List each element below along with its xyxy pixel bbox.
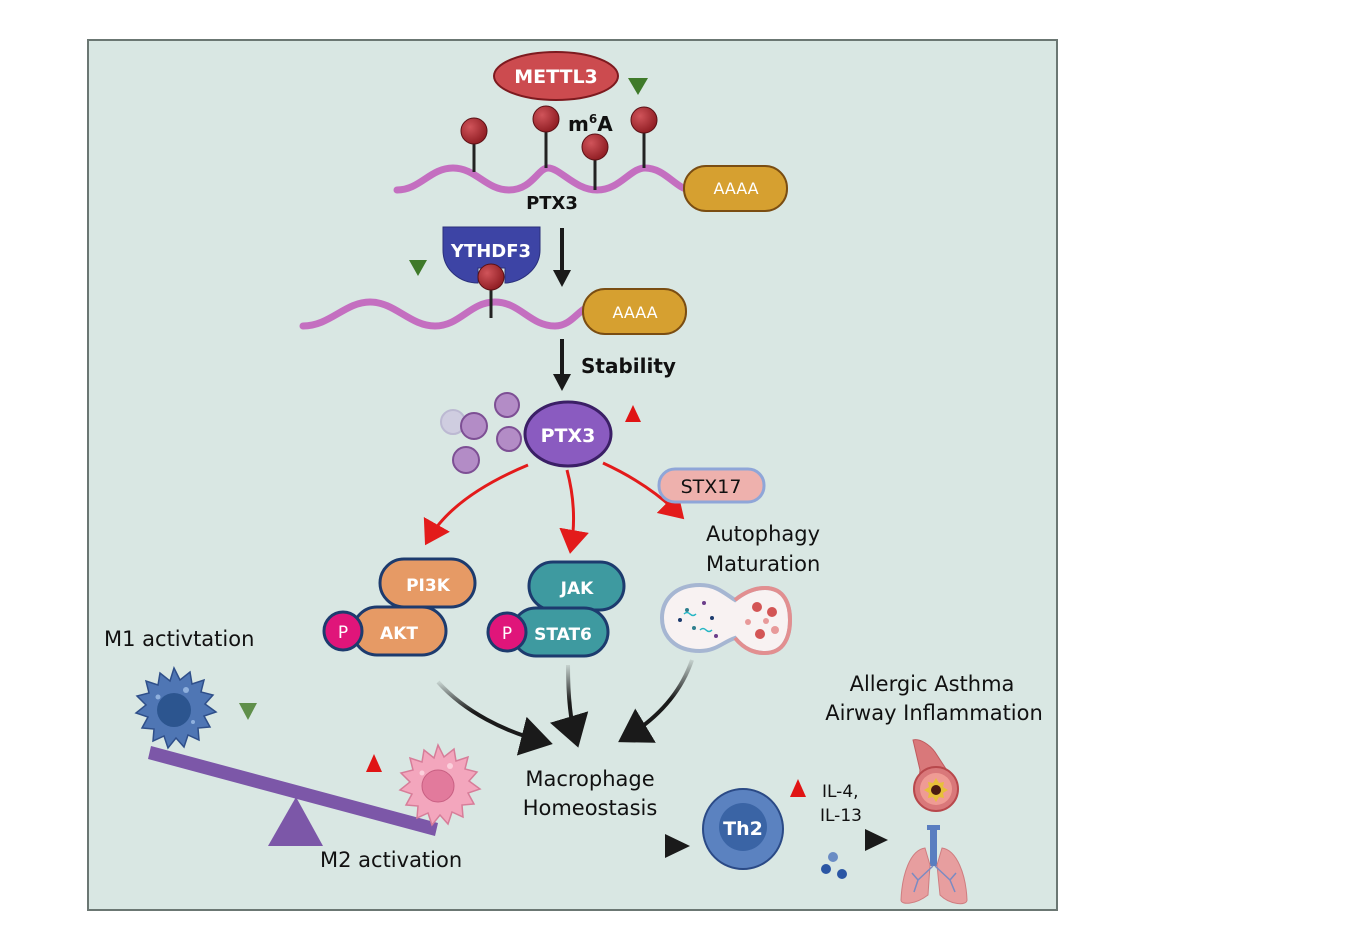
- arrow-ptx3-to-jak: [559, 469, 589, 554]
- m6a-pin-icon: [630, 106, 658, 168]
- m2-activation-label: M2 activation: [320, 848, 462, 872]
- arrow-to-th2: [495, 834, 690, 858]
- il4-label: IL-4,: [822, 782, 859, 802]
- m6a-pin-icon: [477, 263, 505, 318]
- down-arrow-icon: [628, 55, 648, 95]
- th2-cell: Th2: [702, 788, 784, 870]
- il13-label: IL-13: [820, 806, 862, 826]
- th2-label: Th2: [723, 818, 763, 840]
- stability-arrow-icon: [553, 339, 571, 391]
- homeostasis-label: Homeostasis: [523, 796, 658, 820]
- m1-activation-label: M1 activtation: [104, 627, 254, 651]
- macrophage-label: Macrophage: [525, 767, 654, 791]
- mettl3-enzyme: METTL3: [493, 51, 619, 101]
- autolysosome-icon: [659, 582, 793, 656]
- akt-label: AKT: [380, 624, 418, 644]
- polyA-tail-1: AAAA: [683, 165, 788, 212]
- up-arrow-icon: [366, 754, 382, 796]
- arrow-ptx3-to-pi3k: [423, 463, 529, 546]
- m1-macrophage-icon: [134, 665, 218, 750]
- stat6-label: STAT6: [534, 625, 592, 645]
- lungs-icon: [900, 825, 968, 905]
- polyA-label-1: AAAA: [713, 179, 758, 198]
- airway-icon: [912, 739, 959, 812]
- down-arrow-icon: [409, 242, 427, 276]
- maturation-label: Maturation: [706, 552, 820, 576]
- m6a-label: m6A: [568, 112, 613, 136]
- down-arrow-icon: [553, 228, 571, 287]
- mettl3-label: METTL3: [514, 66, 598, 88]
- ythdf3-label: YTHDF3: [450, 241, 531, 262]
- up-arrow-icon: [790, 779, 806, 822]
- airway-inflammation-label: Airway Inflammation: [825, 701, 1043, 725]
- autophagy-label: Autophagy: [706, 522, 820, 546]
- jak-stat6-complex: JAK STAT6 P: [486, 560, 626, 658]
- seesaw-icon: [148, 746, 438, 846]
- ptx3-mrna-label: PTX3: [526, 193, 578, 214]
- stx17-label: STX17: [681, 476, 742, 498]
- arrow-stat6-to-homeostasis: [549, 664, 589, 748]
- polyA-label-2: AAAA: [612, 303, 657, 322]
- stability-label: Stability: [581, 354, 676, 378]
- phospho-label: P: [338, 623, 348, 643]
- down-arrow-icon: [239, 684, 257, 720]
- m6a-pin-icon: [532, 105, 560, 168]
- m2-macrophage-icon: [398, 742, 482, 827]
- mrna-ptx3-bound: [299, 298, 604, 330]
- ptx3-protein: PTX3: [523, 400, 613, 468]
- arrow-ptx3-to-autophagy: [602, 461, 685, 520]
- up-arrow-icon: [625, 405, 641, 448]
- m6a-pin-icon: [460, 117, 488, 172]
- mrna-ptx3-top: [393, 164, 694, 194]
- arrow-to-asthma: [808, 829, 888, 851]
- arrow-akt-to-homeostasis: [436, 680, 553, 756]
- cytokine-particles: [821, 852, 847, 879]
- arrow-autophagy-to-homeostasis: [618, 659, 694, 743]
- stx17-protein: STX17: [657, 467, 766, 504]
- pi3k-label: PI3K: [406, 576, 451, 596]
- ythdf3-reader: YTHDF3: [442, 226, 541, 284]
- pi3k-akt-complex: PI3K AKT P: [322, 557, 477, 657]
- secreted-ptx3-particles: [440, 392, 522, 474]
- m6a-pin-icon: [581, 133, 609, 190]
- polyA-tail-2: AAAA: [582, 288, 687, 335]
- phospho-label: P: [502, 624, 512, 644]
- allergic-asthma-label: Allergic Asthma: [850, 672, 1015, 696]
- jak-label: JAK: [560, 579, 594, 599]
- ptx3-protein-label: PTX3: [541, 425, 596, 447]
